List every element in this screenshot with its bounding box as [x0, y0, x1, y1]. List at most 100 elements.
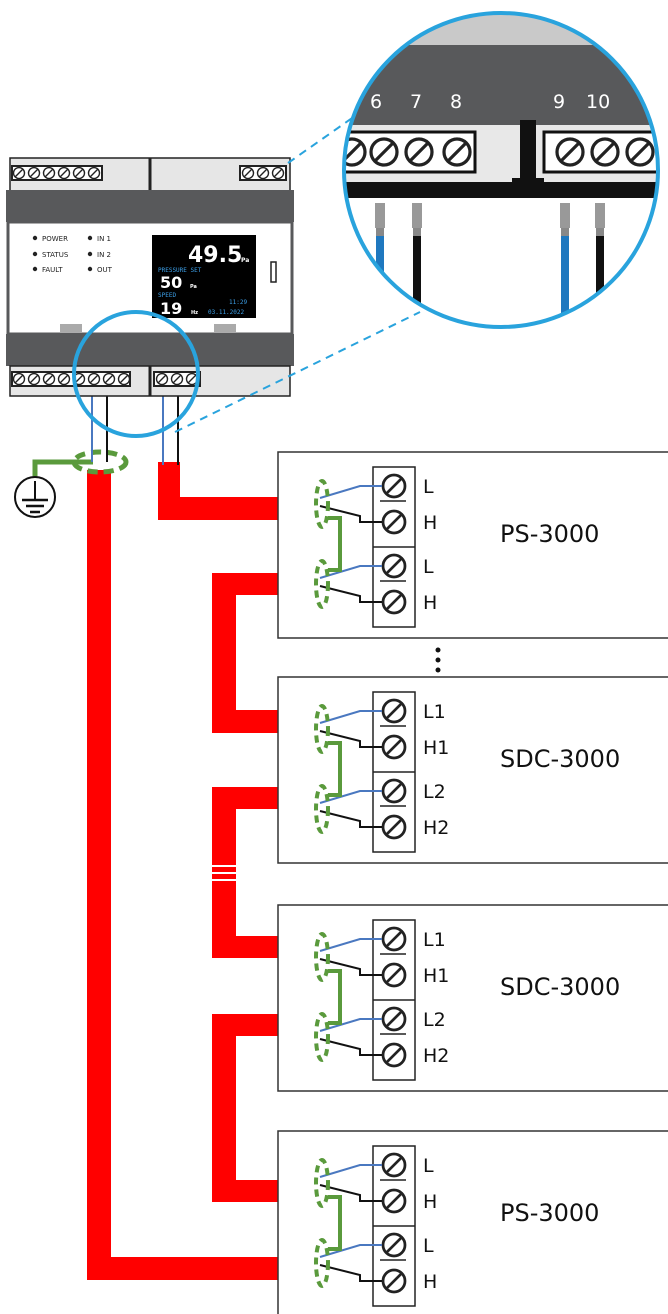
screw-icon [117, 372, 131, 386]
led-label: IN 2 [97, 251, 111, 259]
speed-unit: Hz [191, 310, 198, 316]
terminal-label: L [423, 556, 434, 578]
screw-icon [404, 137, 434, 167]
terminal-label: L2 [423, 781, 446, 803]
screw-icon [381, 962, 407, 988]
screw-icon [57, 166, 71, 180]
shield-jumper [328, 741, 342, 797]
clock-date: 03.11.2022 [208, 309, 245, 316]
screw-icon [256, 166, 270, 180]
terminal-label: H [423, 1271, 437, 1293]
pressure-unit: Pa [241, 257, 249, 264]
device-name: SDC-3000 [500, 745, 620, 773]
screw-icon [381, 1188, 407, 1214]
screw-icon [241, 166, 255, 180]
screw-icon [369, 137, 399, 167]
screw-icon [87, 166, 101, 180]
shield-jumper [328, 969, 342, 1025]
ground-connection [32, 449, 129, 478]
screw-icon [381, 926, 407, 952]
terminal-label: H [423, 1191, 437, 1213]
pressure-set-value: 50 [160, 273, 182, 292]
cable-break-mark [210, 865, 238, 881]
screw-icon [381, 473, 407, 499]
device-name: SDC-3000 [500, 973, 620, 1001]
terminal-number: 6 [370, 91, 382, 113]
shield-termination [314, 1238, 330, 1288]
screw-icon [381, 1268, 407, 1294]
pressure-value: 49.5 [188, 243, 242, 268]
terminal-number: 10 [586, 91, 610, 113]
screw-icon [27, 372, 41, 386]
terminal-number: 8 [450, 91, 462, 113]
shield-termination [314, 1158, 330, 1208]
terminal-number: 7 [410, 91, 422, 113]
screw-icon [72, 166, 86, 180]
screw-icon [155, 372, 169, 386]
screw-icon [381, 734, 407, 760]
terminal-label: L [423, 476, 434, 498]
terminal-label: L [423, 1235, 434, 1257]
shield-termination [314, 559, 330, 609]
controller-display: 49.5 Pa PRESSURE SET 50 Pa SPEED 19 Hz 1… [152, 235, 256, 318]
speed-label: SPEED [158, 292, 176, 299]
shield-termination [314, 932, 330, 982]
pressure-set-unit: Pa [190, 284, 197, 290]
terminal-label: H1 [423, 965, 449, 987]
terminal-label: L [423, 1155, 434, 1177]
screw-icon [625, 137, 655, 167]
zoom-source-circle [72, 310, 200, 438]
screw-icon [381, 509, 407, 535]
ground-icon [14, 476, 56, 518]
led-label: STATUS [42, 251, 69, 259]
clock-time: 11:29 [229, 299, 247, 306]
zoom-circle [342, 11, 660, 329]
screw-icon [381, 553, 407, 579]
terminal-label: L1 [423, 701, 446, 723]
shield-termination [314, 704, 330, 754]
screw-icon [381, 1232, 407, 1258]
zoom-callout [72, 115, 421, 438]
shield-jumper [328, 1195, 342, 1251]
terminal-number: 9 [553, 91, 565, 113]
terminal-label: H [423, 512, 437, 534]
screw-icon [555, 137, 585, 167]
screw-icon [381, 1042, 407, 1068]
screw-icon [442, 137, 472, 167]
screw-icon [381, 778, 407, 804]
terminal-label: H [423, 592, 437, 614]
device-name: PS-3000 [500, 520, 599, 548]
zoom-detail: 6 7 8 9 10 [342, 11, 660, 329]
screw-icon [12, 372, 26, 386]
screw-icon [102, 372, 116, 386]
screw-icon [590, 137, 620, 167]
screw-icon [381, 698, 407, 724]
shield-termination [314, 784, 330, 834]
terminal-label: H2 [423, 817, 449, 839]
screw-icon [27, 166, 41, 180]
led-label: POWER [42, 235, 68, 243]
led-label: FAULT [42, 266, 63, 274]
led-list-right: IN 1 IN 2 OUT [87, 235, 113, 274]
terminal-label: L2 [423, 1009, 446, 1031]
screw-icon [42, 372, 56, 386]
shield-jumper [328, 516, 342, 572]
screw-icon [12, 166, 26, 180]
led-list-left: POWER STATUS FAULT [32, 235, 69, 274]
device-name: PS-3000 [500, 1199, 599, 1227]
screw-icon [381, 814, 407, 840]
terminal-label: L1 [423, 929, 446, 951]
ellipsis-icon [435, 647, 441, 673]
pressure-set-label: PRESSURE SET [158, 267, 202, 274]
controller-unit: POWER STATUS FAULT IN 1 IN 2 OUT 49.5 Pa… [6, 157, 294, 397]
led-label: IN 1 [97, 235, 111, 243]
screw-icon [381, 1152, 407, 1178]
shield-termination [314, 1012, 330, 1062]
led-label: OUT [97, 266, 113, 274]
terminal-label: H2 [423, 1045, 449, 1067]
screw-icon [271, 166, 285, 180]
terminal-label: H1 [423, 737, 449, 759]
